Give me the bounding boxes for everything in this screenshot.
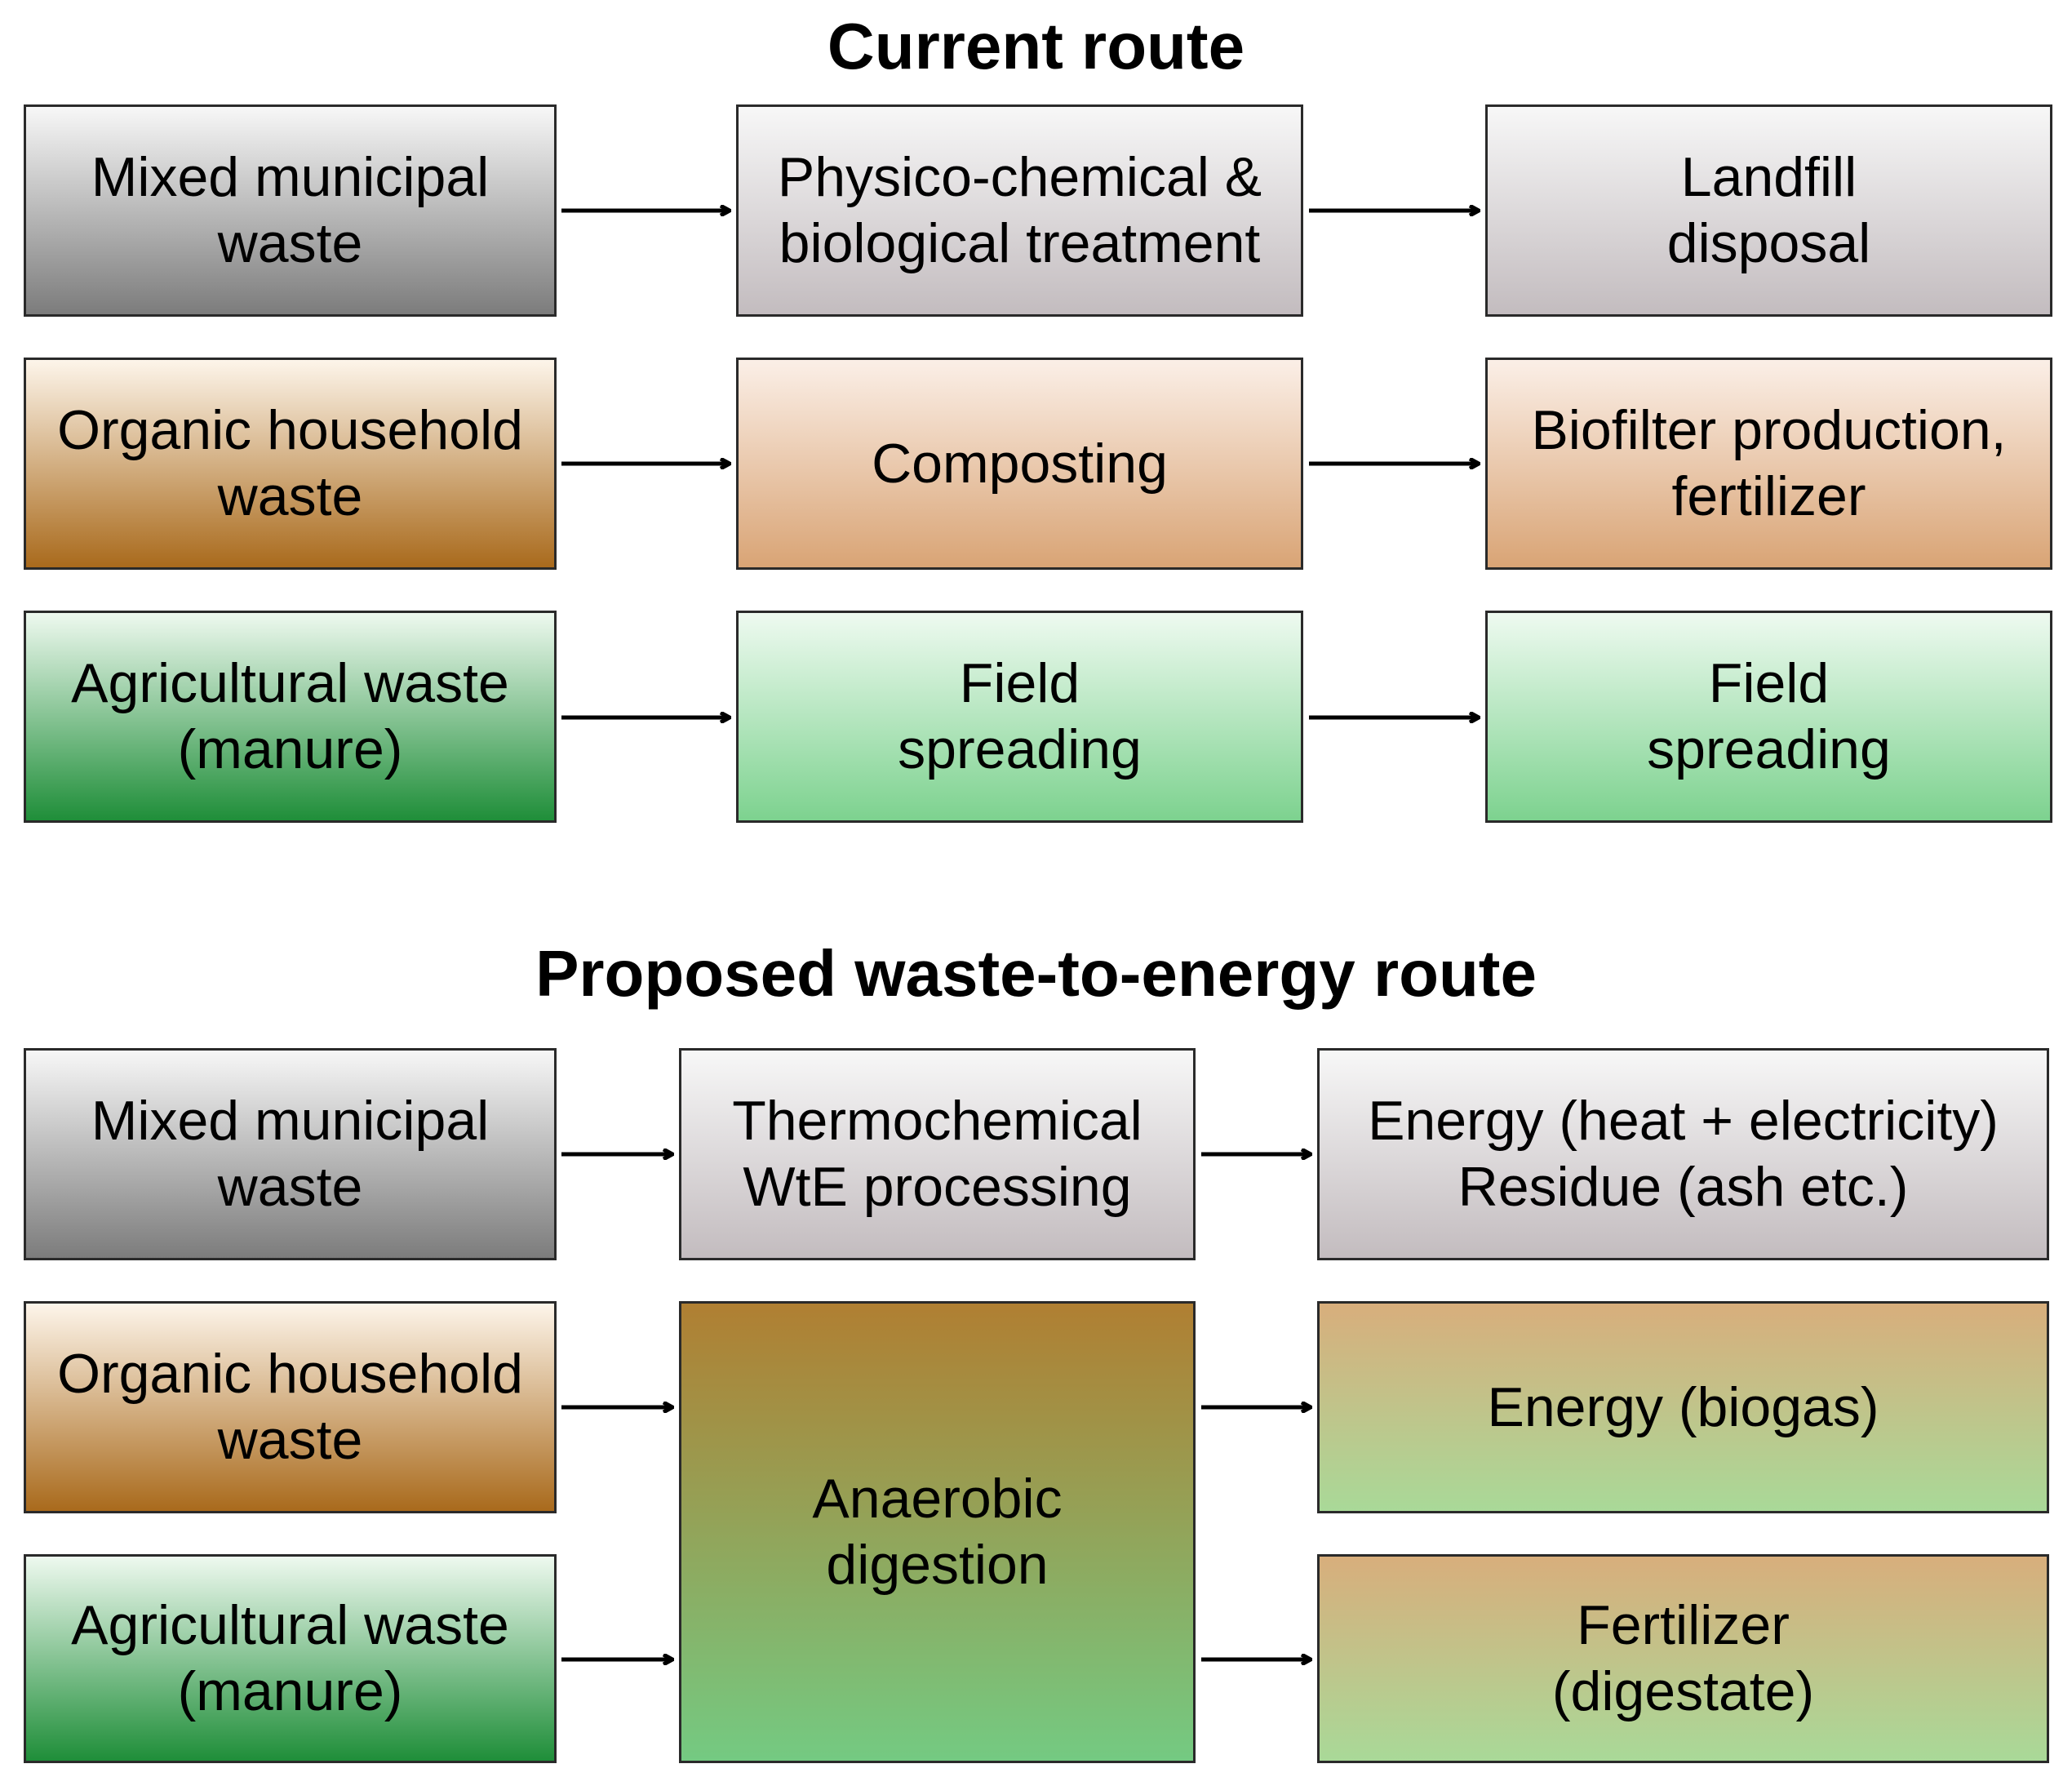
- proposed-outcome-biogas: Energy (biogas): [1317, 1301, 2049, 1513]
- proposed-source-agricultural-label: Agricultural waste (manure): [71, 1594, 509, 1722]
- current-process-field-spreading-label: Field spreading: [898, 652, 1142, 780]
- current-source-organic-household: Organic household waste: [24, 358, 557, 570]
- current-source-mixed-municipal-label: Mixed municipal waste: [91, 146, 490, 274]
- proposed-process-thermochemical: Thermochemical WtE processing: [679, 1048, 1196, 1260]
- current-outcome-field-spreading: Field spreading: [1485, 611, 2052, 823]
- proposed-outcome-biogas-label: Energy (biogas): [1487, 1375, 1879, 1438]
- proposed-outcome-energy-residue-label: Energy (heat + electricity) Residue (ash…: [1368, 1090, 1999, 1218]
- proposed-process-anaerobic-digestion: Anaerobic digestion: [679, 1301, 1196, 1763]
- proposed-outcome-fertilizer-label: Fertilizer (digestate): [1551, 1594, 1815, 1722]
- current-process-composting: Composting: [736, 358, 1303, 570]
- proposed-source-organic-household: Organic household waste: [24, 1301, 557, 1513]
- current-outcome-field-spreading-label: Field spreading: [1647, 652, 1891, 780]
- proposed-outcome-fertilizer: Fertilizer (digestate): [1317, 1554, 2049, 1763]
- current-outcome-biofilter-label: Biofilter production, fertilizer: [1531, 399, 2007, 527]
- proposed-source-organic-household-label: Organic household waste: [57, 1343, 523, 1471]
- current-outcome-landfill: Landfill disposal: [1485, 104, 2052, 317]
- current-source-mixed-municipal: Mixed municipal waste: [24, 104, 557, 317]
- current-process-physico-chemical-label: Physico-chemical & biological treatment: [777, 146, 1262, 274]
- current-source-agricultural-label: Agricultural waste (manure): [71, 652, 509, 780]
- proposed-source-mixed-municipal: Mixed municipal waste: [24, 1048, 557, 1260]
- current-source-organic-household-label: Organic household waste: [57, 399, 523, 527]
- proposed-outcome-energy-residue: Energy (heat + electricity) Residue (ash…: [1317, 1048, 2049, 1260]
- current-process-composting-label: Composting: [872, 432, 1168, 495]
- current-source-agricultural: Agricultural waste (manure): [24, 611, 557, 823]
- proposed-source-agricultural: Agricultural waste (manure): [24, 1554, 557, 1763]
- proposed-process-thermochemical-label: Thermochemical WtE processing: [732, 1090, 1142, 1218]
- current-process-physico-chemical: Physico-chemical & biological treatment: [736, 104, 1303, 317]
- current-route-title: Current route: [827, 10, 1245, 82]
- current-process-field-spreading: Field spreading: [736, 611, 1303, 823]
- current-outcome-landfill-label: Landfill disposal: [1666, 146, 1871, 274]
- proposed-process-anaerobic-digestion-label: Anaerobic digestion: [812, 1468, 1063, 1596]
- current-outcome-biofilter: Biofilter production, fertilizer: [1485, 358, 2052, 570]
- proposed-source-mixed-municipal-label: Mixed municipal waste: [91, 1090, 490, 1218]
- proposed-route-title: Proposed waste-to-energy route: [535, 937, 1537, 1010]
